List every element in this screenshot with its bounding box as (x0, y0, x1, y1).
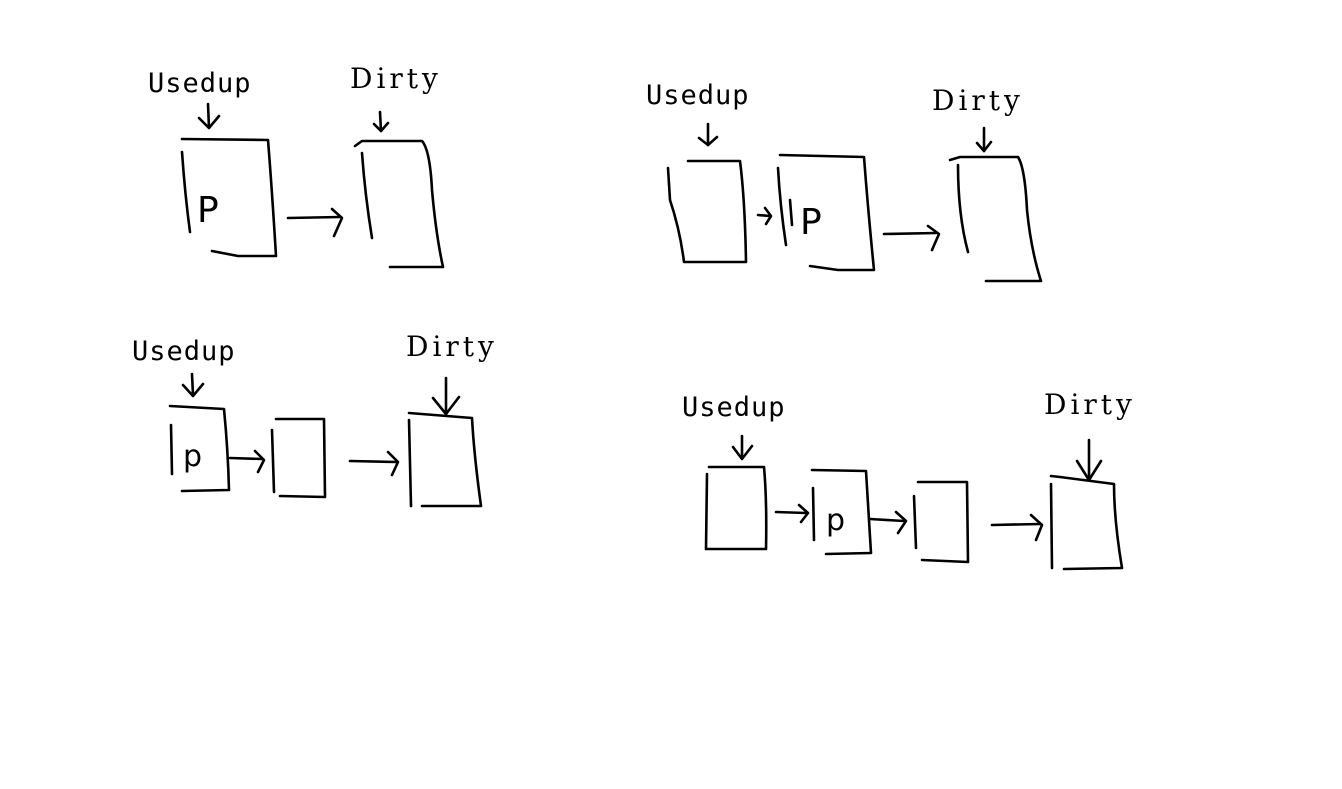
dirty-label: Dirty (406, 330, 498, 363)
link-arrow-line (868, 517, 906, 523)
link-arrow-head (763, 206, 773, 226)
memory-block (704, 465, 768, 551)
diagram-bottom-right: Usedup Dirty p (682, 388, 1136, 571)
used-up-label: Usedup (132, 336, 236, 367)
link-arrow-head (253, 449, 266, 474)
link-arrow-head (386, 450, 400, 477)
block-label: p (183, 439, 202, 474)
diagram-top-right: Usedup Dirty P (646, 80, 1043, 283)
block-label: P (800, 202, 822, 243)
link-arrow-line (348, 459, 398, 464)
diagram-bottom-left: Usedup Dirty p (132, 330, 498, 508)
used-up-pointer-arrow (731, 434, 754, 461)
used-up-label: Usedup (682, 392, 786, 423)
block-label: P (197, 190, 219, 231)
link-arrow-line (774, 510, 808, 515)
memory-block (1049, 474, 1124, 571)
dirty-pointer-arrow (372, 110, 390, 133)
dirty-label: Dirty (350, 62, 442, 95)
link-arrow-line (756, 213, 772, 218)
used-up-label: Usedup (646, 80, 750, 111)
link-arrow-head (1029, 513, 1044, 542)
used-up-pointer-arrow (181, 372, 205, 398)
used-up-label: Usedup (148, 68, 252, 99)
dirty-pointer-arrow (1075, 438, 1103, 482)
memory-block: p (168, 404, 231, 493)
diagram-top-left: Usedup Dirty P (148, 62, 445, 269)
memory-block: p (810, 468, 873, 556)
link-arrow-head (894, 510, 908, 535)
memory-block (353, 139, 445, 269)
link-arrow-head (797, 503, 810, 524)
memory-block: P (180, 137, 278, 258)
dirty-label: Dirty (932, 84, 1024, 117)
dirty-pointer-arrow (975, 126, 993, 153)
memory-block (948, 155, 1043, 283)
memory-block (912, 480, 970, 564)
dirty-pointer-arrow (431, 376, 461, 416)
memory-block (407, 411, 483, 508)
link-arrow-line (990, 522, 1042, 527)
dirty-label: Dirty (1044, 388, 1136, 421)
link-arrow-head (926, 224, 941, 252)
memory-block (666, 159, 748, 264)
link-arrow-line (286, 215, 342, 220)
used-up-pointer-arrow (697, 122, 719, 147)
used-up-pointer-arrow (197, 102, 221, 130)
block-label: p (826, 503, 845, 538)
link-arrow-line (228, 456, 264, 461)
link-arrow-head (330, 207, 344, 238)
link-arrow-line (882, 231, 938, 236)
memory-block: P (776, 153, 876, 272)
memory-block (270, 417, 327, 499)
